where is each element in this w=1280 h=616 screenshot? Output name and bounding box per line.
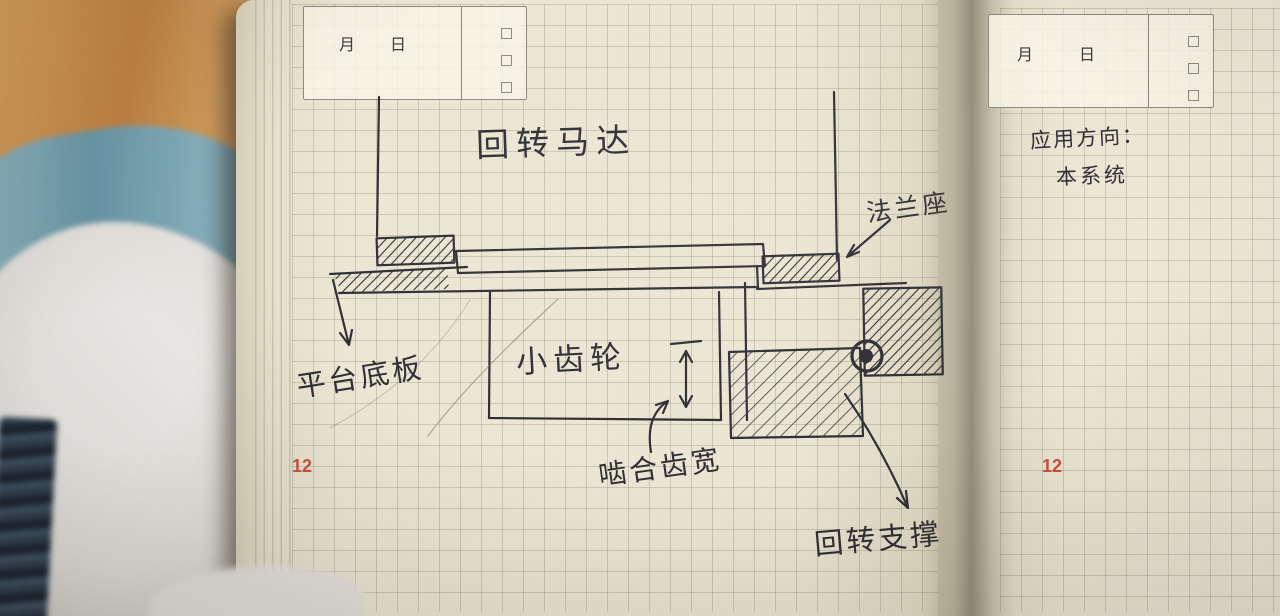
checkbox-icon bbox=[1188, 90, 1199, 101]
checkbox-icon bbox=[501, 82, 512, 93]
note-this-system: 本系统 bbox=[1055, 163, 1129, 190]
checkbox-icon bbox=[1188, 36, 1199, 47]
month-label: 月 bbox=[1017, 47, 1036, 64]
day-label: 日 bbox=[1079, 47, 1098, 64]
page-edge-stack bbox=[248, 0, 292, 616]
label-pinion-gear: 小齿轮 bbox=[515, 339, 628, 380]
checkbox-icon bbox=[501, 55, 512, 66]
checkbox-icon bbox=[1188, 63, 1199, 74]
day-label: 日 bbox=[390, 37, 409, 54]
page-number: 12 bbox=[292, 456, 313, 476]
label-rotary-motor: 回转马达 bbox=[475, 121, 637, 164]
header-divider bbox=[1147, 15, 1149, 107]
month-label: 月 bbox=[339, 37, 358, 54]
checkbox-icon bbox=[501, 28, 512, 39]
checkbox-column bbox=[1188, 36, 1199, 101]
header-divider bbox=[460, 7, 462, 99]
right-page-grid bbox=[1000, 8, 1280, 612]
page-number: 12 bbox=[1042, 456, 1063, 476]
date-header-box: 月 日 bbox=[988, 14, 1214, 108]
date-header-box: 月 日 bbox=[303, 6, 527, 100]
checkbox-column bbox=[501, 28, 512, 93]
note-application-direction: 应用方向： bbox=[1029, 124, 1146, 153]
